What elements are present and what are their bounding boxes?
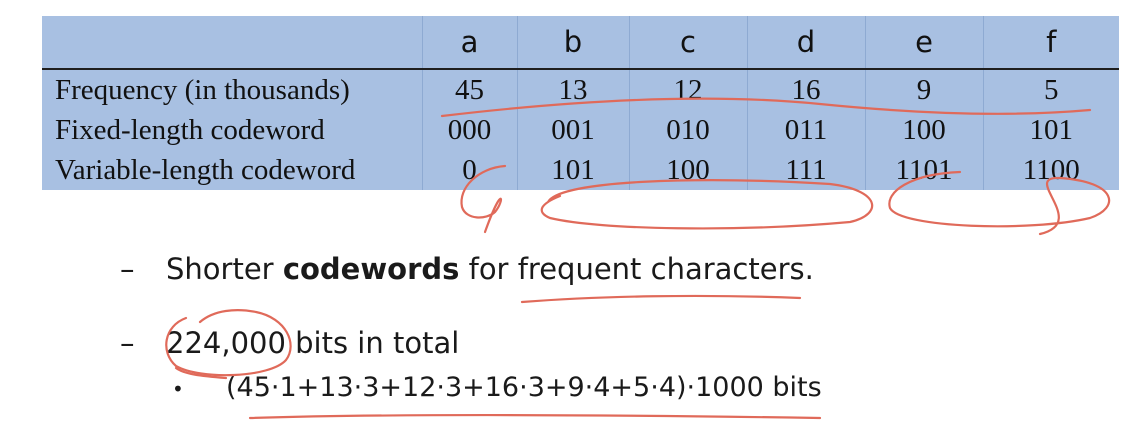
table-cell: 011: [746, 110, 865, 150]
table-cell: 100: [864, 110, 983, 150]
table-row-fixed-length: Fixed-length codeword 000 001 010 011 10…: [42, 110, 1119, 150]
table-cell: 1101: [864, 150, 983, 190]
table-cell: 45: [421, 69, 517, 110]
bullet-dash: –: [120, 252, 135, 286]
column-header: a: [421, 16, 517, 70]
row-label: Variable-length codeword: [55, 153, 356, 186]
sub-bullet-dot: •: [172, 376, 184, 401]
table-cell: 001: [516, 110, 629, 150]
table-cell: 16: [746, 69, 865, 110]
formula-text: (45·1+13·3+12·3+16·3+9·4+5·4)·1000 bits: [226, 372, 822, 403]
table-cell: 13: [516, 69, 629, 110]
row-label: Frequency (in thousands): [55, 73, 350, 106]
underline-formula: [248, 413, 822, 420]
bullet-total-bits: –224,000 bits in total: [120, 326, 459, 360]
table-cell: 111: [746, 150, 865, 190]
table-cell: 1100: [982, 150, 1119, 190]
table-cell: 9: [864, 69, 983, 110]
underline-frequent-characters: [520, 294, 802, 304]
row-label: Fixed-length codeword: [55, 113, 325, 146]
table-cell: 101: [516, 150, 629, 190]
codeword-table: a b c d e f Frequency (in thousands) 45 …: [42, 16, 1119, 190]
column-header: b: [516, 16, 629, 70]
table-row-frequency: Frequency (in thousands) 45 13 12 16 9 5: [42, 69, 1119, 110]
table-header-row: a b c d e f: [42, 16, 1119, 70]
table-corner-cell: [42, 16, 422, 70]
table-cell: 100: [628, 150, 747, 190]
column-header: d: [746, 16, 865, 70]
table-cell: 5: [982, 69, 1119, 110]
column-header: e: [864, 16, 983, 70]
bullet-dash: –: [120, 326, 135, 360]
bullet-text: for frequent characters.: [459, 252, 814, 286]
table-cell: 000: [421, 110, 517, 150]
table-row-variable-length: Variable-length codeword 0 101 100 111 1…: [42, 150, 1119, 190]
table-cell: 101: [982, 110, 1119, 150]
bullet-text: Shorter: [166, 252, 283, 286]
bullet-bold-term: codewords: [282, 252, 460, 286]
table-cell: 010: [628, 110, 747, 150]
column-header: f: [982, 16, 1119, 70]
table-cell: 0: [421, 150, 517, 190]
sub-bullet-formula: • (45·1+13·3+12·3+16·3+9·4+5·4)·1000 bits: [172, 372, 822, 403]
table-cell: 12: [628, 69, 747, 110]
column-header: c: [628, 16, 747, 70]
bullet-text: 224,000 bits in total: [166, 326, 460, 360]
bullet-shorter-codewords: –Shorter codewords for frequent characte…: [120, 252, 814, 286]
